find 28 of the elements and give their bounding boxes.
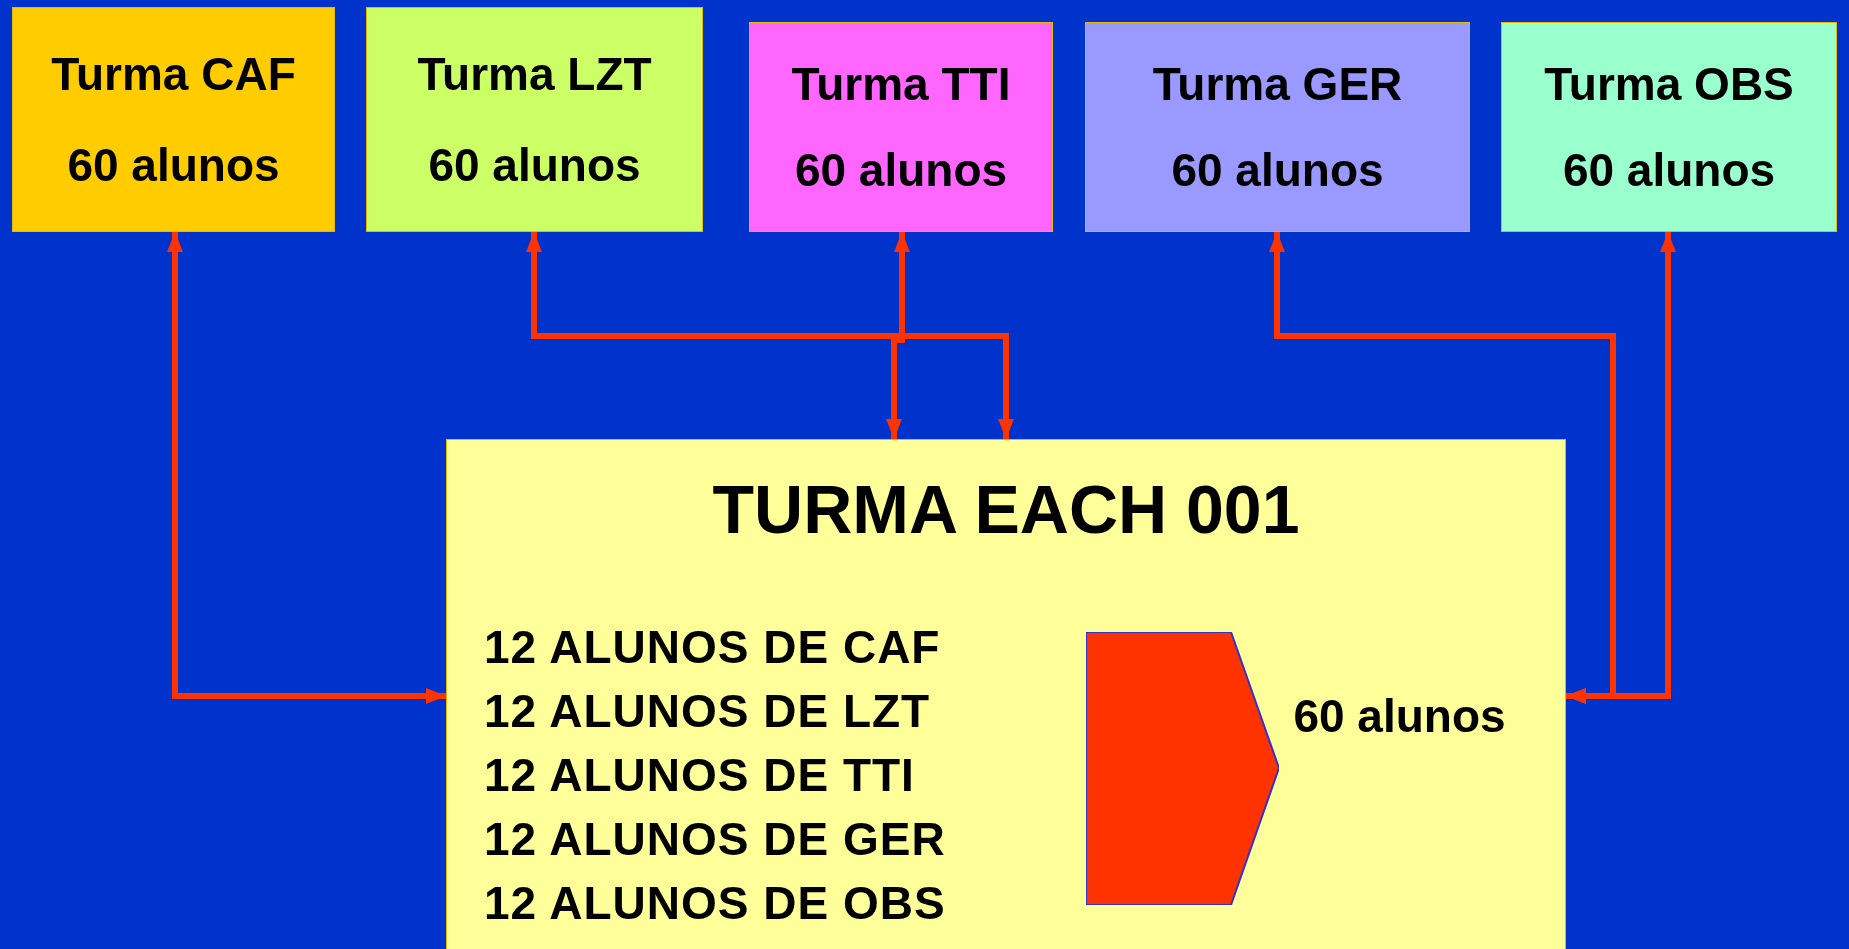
student-count: 60 alunos bbox=[1562, 144, 1776, 196]
double-arrow-connector bbox=[526, 232, 1014, 439]
double-arrow-connector bbox=[167, 232, 446, 704]
student-count: 60 alunos bbox=[794, 144, 1008, 196]
class-box bbox=[12, 7, 335, 232]
total-count: 60 alunos bbox=[1292, 689, 1507, 744]
class-name: Turma GER bbox=[1152, 58, 1403, 110]
class-name: Turma TTI bbox=[791, 58, 1011, 110]
student-count: 60 alunos bbox=[428, 139, 641, 191]
double-arrow-connector bbox=[886, 232, 910, 439]
student-group-line: 12 ALUNOS DE TTI bbox=[484, 748, 915, 802]
student-group-line: 12 ALUNOS DE LZT bbox=[484, 684, 931, 738]
double-arrow-connector bbox=[1566, 232, 1676, 704]
class-name: Turma LZT bbox=[417, 48, 652, 100]
panel-title: TURMA EACH 001 bbox=[711, 470, 1301, 548]
class-box bbox=[1085, 22, 1470, 232]
student-group-line: 12 ALUNOS DE GER bbox=[484, 812, 946, 866]
class-name: Turma OBS bbox=[1544, 58, 1794, 110]
student-group-line: 12 ALUNOS DE CAF bbox=[484, 620, 941, 674]
student-count: 60 alunos bbox=[67, 139, 280, 191]
chevron-arrow-shape bbox=[1086, 632, 1279, 905]
class-panel bbox=[446, 439, 1566, 949]
class-box bbox=[1501, 22, 1837, 232]
class-box bbox=[749, 22, 1053, 232]
student-group-line: 12 ALUNOS DE OBS bbox=[484, 876, 946, 930]
student-count: 60 alunos bbox=[1171, 144, 1384, 196]
class-box bbox=[366, 7, 703, 232]
class-name: Turma CAF bbox=[51, 48, 296, 100]
